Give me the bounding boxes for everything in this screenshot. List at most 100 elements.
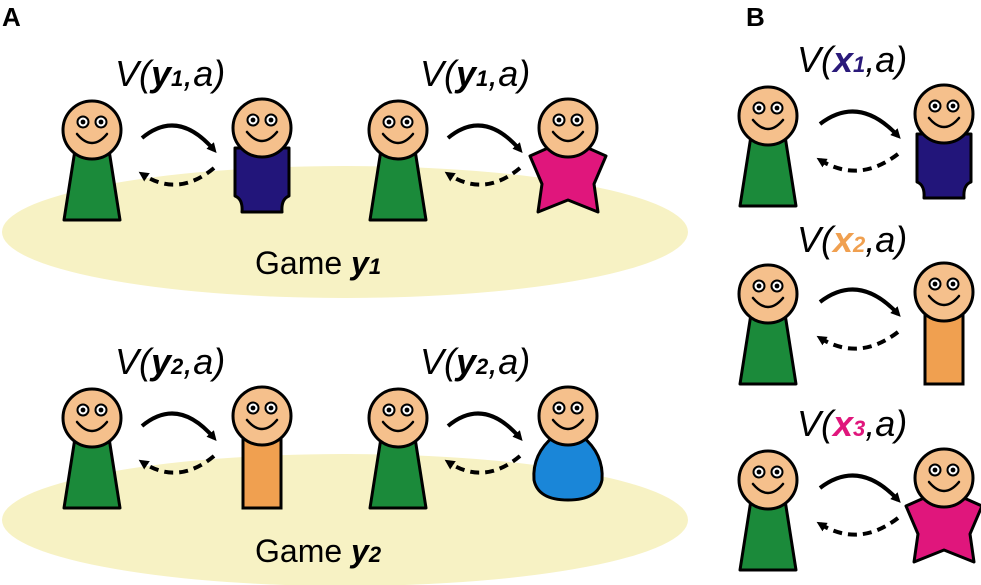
pupil <box>574 117 580 123</box>
partner-figure <box>528 97 608 214</box>
pupil <box>774 105 780 111</box>
action-arrow <box>446 411 523 442</box>
smile <box>751 296 785 309</box>
pupil <box>756 283 762 289</box>
action-arrow <box>140 123 217 154</box>
pupil <box>556 405 562 411</box>
partner-figure <box>231 97 293 214</box>
response-arrow <box>444 166 522 187</box>
smile <box>245 130 279 143</box>
face <box>367 387 429 449</box>
pupil <box>386 119 392 125</box>
partner-figure <box>904 447 981 564</box>
response-arrow <box>816 330 900 351</box>
face <box>61 99 123 161</box>
smile <box>927 116 961 129</box>
face <box>231 97 293 159</box>
pupil <box>386 407 392 413</box>
smile <box>551 130 585 143</box>
game-y2-label: Game y2 <box>255 533 382 569</box>
pupil <box>932 103 938 109</box>
value-label-y1-b: V(y1,a) <box>420 53 530 94</box>
orange-rectangle-body <box>241 434 283 510</box>
interaction-arrows <box>816 109 901 173</box>
partner-figure <box>532 385 604 502</box>
partner-figure <box>913 261 975 386</box>
face <box>231 385 293 447</box>
player-figure <box>61 99 123 222</box>
pupil <box>268 117 274 123</box>
pupil <box>250 117 256 123</box>
magenta-star-body <box>528 146 608 214</box>
pupil <box>932 281 938 287</box>
interaction-arrows <box>444 123 523 187</box>
game-y1-label: Game y1 <box>255 245 381 281</box>
navy-notched-body <box>233 146 291 214</box>
response-arrow <box>444 454 522 475</box>
value-label-y1-a: V(y1,a) <box>115 53 225 94</box>
pupil <box>268 405 274 411</box>
smile <box>927 294 961 307</box>
smile <box>751 118 785 131</box>
pupil <box>774 283 780 289</box>
interaction-arrows <box>138 123 217 187</box>
action-arrow <box>446 123 523 154</box>
pupil <box>756 105 762 111</box>
face <box>61 387 123 449</box>
pupil <box>98 119 104 125</box>
face <box>367 99 429 161</box>
face <box>737 263 799 325</box>
interaction-arrows <box>444 411 523 475</box>
face <box>737 85 799 147</box>
smile <box>75 420 109 433</box>
face <box>737 449 799 511</box>
pupil <box>80 407 86 413</box>
response-arrow <box>138 166 216 187</box>
pupil <box>950 103 956 109</box>
action-arrow <box>818 109 901 139</box>
pupil <box>574 405 580 411</box>
action-arrow <box>818 473 901 503</box>
smile <box>751 482 785 495</box>
player-figure <box>737 85 799 208</box>
response-arrow <box>816 516 900 537</box>
smile <box>551 418 585 431</box>
pupil <box>774 469 780 475</box>
magenta-star-body <box>904 496 981 564</box>
smile <box>381 132 415 145</box>
pupil <box>98 407 104 413</box>
value-label-y2-b: V(y2,a) <box>420 341 530 382</box>
face <box>913 83 975 145</box>
interaction-arrows <box>816 473 901 537</box>
pupil <box>80 119 86 125</box>
player-figure <box>737 263 799 386</box>
pupil <box>404 119 410 125</box>
orange-rectangle-body <box>923 310 965 386</box>
smile <box>245 418 279 431</box>
smile <box>381 420 415 433</box>
response-arrow <box>138 454 216 475</box>
interaction-arrows <box>138 411 217 475</box>
value-label-x2: V(x2,a) <box>797 219 907 260</box>
player-figure <box>737 449 799 572</box>
player-figure <box>367 99 429 222</box>
face <box>913 447 975 509</box>
partner-figure <box>231 385 293 510</box>
pupil <box>950 467 956 473</box>
player-figure <box>367 387 429 510</box>
face <box>913 261 975 323</box>
game-y1-ellipse <box>2 166 688 298</box>
panel-b-label: B <box>746 2 765 32</box>
value-label-x1: V(x1,a) <box>797 39 907 80</box>
smile <box>75 132 109 145</box>
panel-a-label: A <box>2 2 21 32</box>
value-label-y2-a: V(y2,a) <box>115 341 225 382</box>
action-arrow <box>818 287 901 317</box>
pupil <box>932 467 938 473</box>
pupil <box>756 469 762 475</box>
face <box>537 97 599 159</box>
partner-figure <box>913 83 975 200</box>
navy-notched-body <box>915 132 973 200</box>
interaction-arrows <box>816 287 901 351</box>
pupil <box>250 405 256 411</box>
